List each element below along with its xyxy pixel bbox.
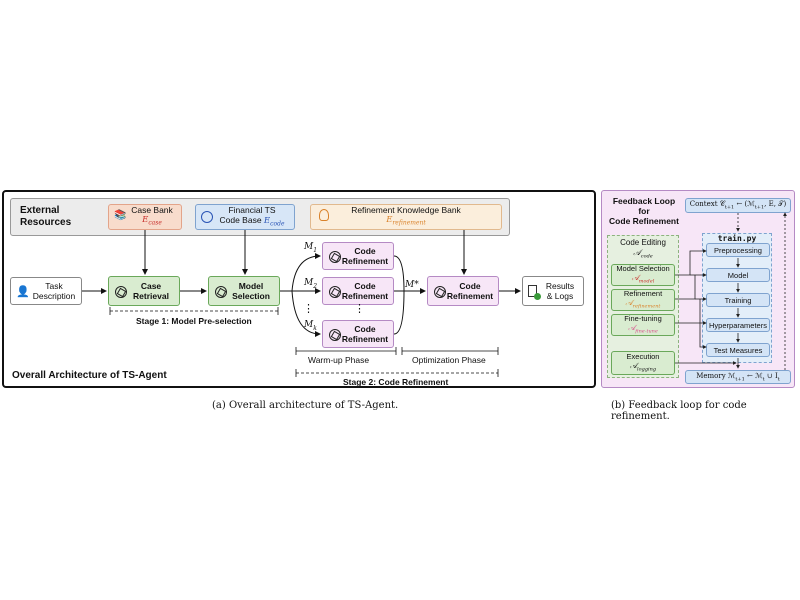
task-line1: Task — [45, 281, 63, 291]
code-base-label2: Code Base — [219, 214, 262, 225]
openai-icon — [115, 286, 127, 298]
knowledge-bank-symbol: Erefinement — [386, 215, 426, 227]
check-badge-icon — [534, 293, 541, 300]
openai-icon — [329, 251, 341, 263]
panel-a-title: Overall Architecture of TS-Agent — [12, 370, 167, 381]
knowledge-bank-box: Refinement Knowledge Bank Erefinement — [310, 204, 502, 230]
case-retrieval-line1: Case — [140, 281, 162, 291]
case-bank-label: Case Bank — [131, 205, 173, 216]
case-bank-box: 📚 Case Bank Ecase — [108, 204, 182, 230]
openai-icon — [215, 286, 227, 298]
openai-icon — [329, 329, 341, 341]
stage1-label: Stage 1: Model Pre-selection — [136, 316, 252, 326]
ellipsis-dots-left: ⋮ — [303, 303, 314, 315]
document-check-icon — [528, 285, 537, 297]
code-base-box: Financial TS Code Base Ecode — [195, 204, 295, 230]
train-step-4: Test Measures — [706, 343, 770, 357]
model-selection-line2: Selection — [232, 291, 270, 301]
caption-b: (b) Feedback loop for code refinement. — [611, 400, 747, 422]
openai-icon — [329, 286, 341, 298]
openai-icon — [434, 286, 446, 298]
m2-label: M2 — [304, 278, 318, 290]
external-resources-label: External Resources — [20, 205, 72, 228]
mk-label: Mk — [304, 320, 317, 332]
case-bank-symbol: Ecase — [142, 215, 162, 227]
books-icon: 📚 — [114, 210, 127, 221]
mstar-label: M* — [405, 280, 419, 290]
ellipsis-dots: ⋮ — [354, 303, 365, 315]
context-box: Context 𝒞t+1 ← (ℳt+1, E, 𝒯) — [685, 198, 791, 213]
warmup-phase-label: Warm-up Phase — [308, 355, 370, 365]
train-step-3: Hyperparameters — [706, 318, 770, 332]
network-icon — [201, 211, 213, 223]
results-logs-box: Results& Logs — [522, 276, 584, 306]
stage2-label: Stage 2: Code Refinement — [343, 377, 449, 387]
task-line2: Description — [32, 291, 76, 301]
m1-label: M1 — [304, 242, 318, 254]
train-step-1: Model — [706, 268, 770, 282]
user-computer-icon: 👤 — [16, 286, 30, 298]
knowledge-bank-label: Refinement Knowledge Bank — [351, 205, 461, 216]
lightbulb-icon — [319, 209, 329, 221]
optimization-phase-label: Optimization Phase — [412, 355, 486, 365]
architecture-panel — [2, 190, 596, 388]
case-retrieval-line2: Retrieval — [133, 291, 169, 301]
code-editing-label: Code Editing 𝒜code — [620, 238, 666, 260]
case-retrieval-box: Case Retrieval — [108, 276, 180, 306]
task-description-box: 👤 Task Description — [10, 277, 82, 305]
code-base-symbol: Ecode — [263, 215, 285, 228]
model-selection-box: Model Selection — [208, 276, 280, 306]
memory-box: Memory ℳt+1 ← ℳt ∪ It — [685, 370, 791, 384]
caption-a: (a) Overall architecture of TS-Agent. — [212, 400, 399, 411]
model-selection-line1: Model — [238, 281, 264, 291]
code-base-label1: Financial TS — [228, 204, 276, 215]
train-py-label: train.py — [717, 234, 757, 243]
